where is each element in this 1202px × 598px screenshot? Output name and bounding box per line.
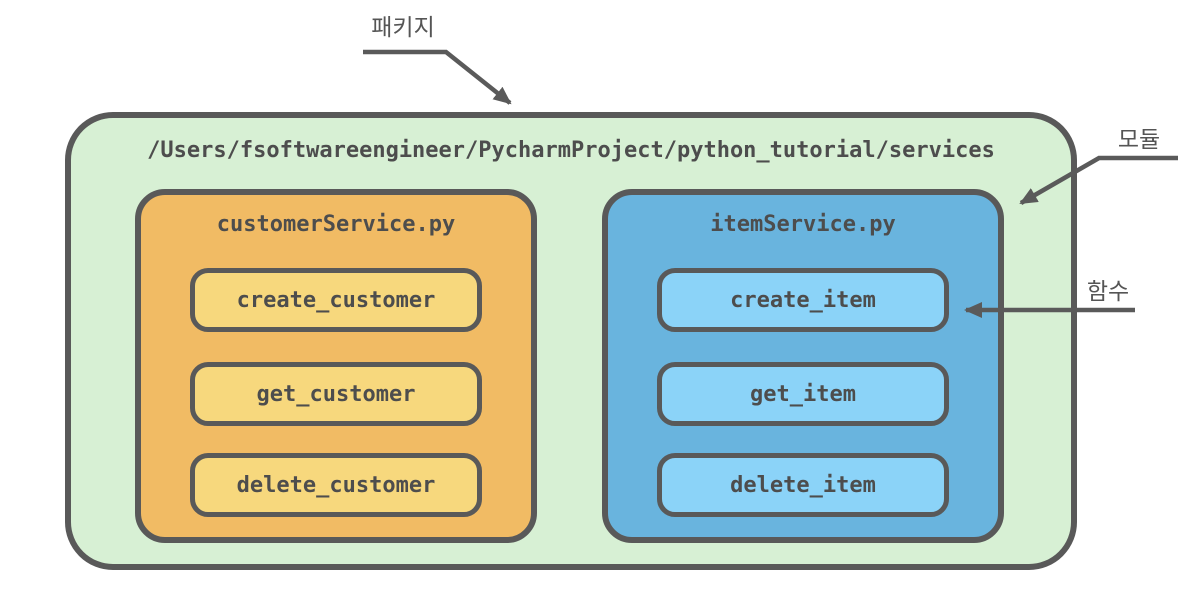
module-annotation-label: 모듈 [1117,126,1161,152]
function-box-delete-customer: delete_customer [190,453,482,517]
module-box-item-service: itemService.py create_item get_item dele… [602,189,1004,543]
function-box-get-item: get_item [657,362,949,426]
function-box-delete-item: delete_item [657,453,949,517]
function-annotation-label: 함수 [1086,278,1130,304]
function-box-get-customer: get_customer [190,362,482,426]
function-box-create-customer: create_customer [190,268,482,332]
package-arrow [363,49,512,105]
package-box: /Users/fsoftwareengineer/PycharmProject/… [65,112,1077,570]
function-box-create-item: create_item [657,268,949,332]
package-path-label: /Users/fsoftwareengineer/PycharmProject/… [147,138,995,163]
package-annotation-label: 패키지 [371,14,435,40]
module-title-customer-service: customerService.py [216,212,456,237]
module-box-customer-service: customerService.py create_customer get_c… [135,189,537,543]
module-title-item-service: itemService.py [710,212,896,237]
